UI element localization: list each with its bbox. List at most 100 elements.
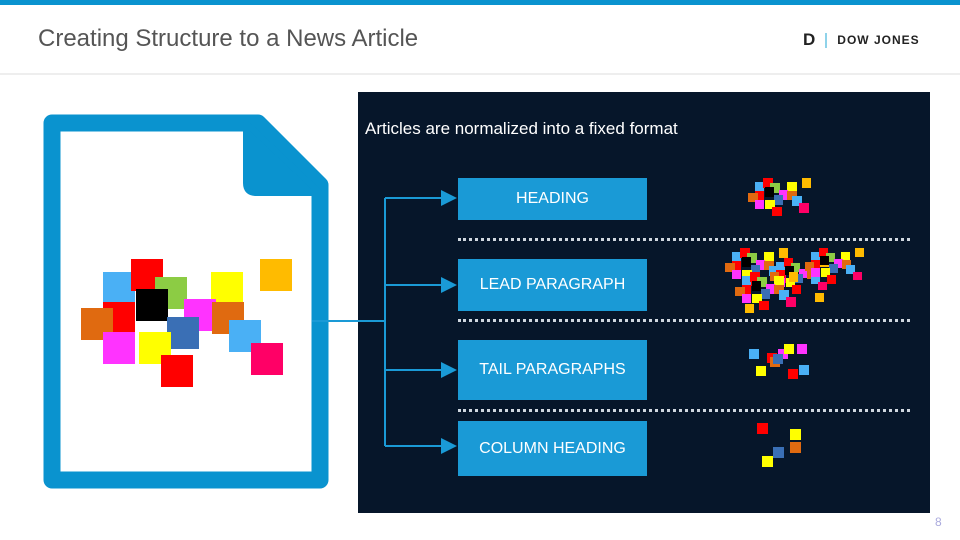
color-square <box>819 248 828 257</box>
color-square <box>748 192 758 203</box>
color-square <box>731 251 742 262</box>
dow-jones-logo: D DOW JONES <box>803 30 920 50</box>
color-square <box>750 272 760 282</box>
color-square <box>764 260 774 271</box>
color-square <box>742 269 752 280</box>
color-square <box>778 349 788 359</box>
color-square <box>790 263 800 272</box>
dotted-divider <box>458 409 910 412</box>
color-square <box>764 251 774 262</box>
color-square <box>260 259 292 291</box>
color-square <box>829 264 839 274</box>
color-square <box>747 253 757 263</box>
header-divider <box>0 73 960 75</box>
color-square <box>799 203 809 213</box>
color-square <box>167 317 199 349</box>
dotted-divider <box>458 319 910 322</box>
color-square <box>806 270 816 279</box>
color-square <box>776 270 786 279</box>
field-column-heading: COLUMN HEADING <box>458 421 647 476</box>
color-square <box>741 284 752 295</box>
color-square <box>103 272 135 304</box>
color-square <box>779 290 789 300</box>
color-square <box>798 269 808 279</box>
color-square <box>846 265 856 275</box>
color-square <box>784 258 793 267</box>
color-square <box>790 442 801 453</box>
color-square <box>852 271 862 281</box>
color-square <box>725 262 735 273</box>
color-square <box>811 275 821 285</box>
color-square <box>784 344 794 354</box>
color-square <box>750 265 761 275</box>
color-square <box>770 183 780 193</box>
color-square <box>778 248 789 258</box>
page-title: Creating Structure to a News Article <box>38 25 419 52</box>
color-square <box>759 300 769 311</box>
color-square <box>820 256 830 266</box>
logo-divider <box>825 32 828 48</box>
color-square <box>757 423 768 434</box>
color-square <box>811 268 821 278</box>
color-square <box>762 456 773 467</box>
color-square <box>749 349 759 359</box>
color-square <box>769 266 779 276</box>
color-square <box>811 251 821 261</box>
color-square <box>731 269 742 280</box>
color-square <box>825 253 835 262</box>
color-square <box>755 260 766 270</box>
color-square <box>817 281 827 291</box>
color-square <box>136 289 168 321</box>
color-square <box>787 181 797 192</box>
color-square <box>792 284 802 294</box>
color-square <box>786 297 796 307</box>
color-square <box>785 266 795 276</box>
color-square <box>773 447 784 458</box>
field-tail-paragraphs: TAIL PARAGRAPHS <box>458 340 647 400</box>
logo-mark: D <box>803 30 816 49</box>
color-square <box>833 259 843 269</box>
color-square <box>773 195 784 205</box>
color-square <box>788 272 799 282</box>
color-square <box>787 190 797 201</box>
color-square <box>794 274 804 284</box>
top-accent-bar <box>0 0 960 5</box>
color-square <box>805 261 814 271</box>
color-square <box>745 304 754 313</box>
color-square <box>841 260 851 269</box>
color-square <box>757 277 767 287</box>
color-square <box>760 289 771 299</box>
color-square <box>103 332 135 364</box>
color-square <box>774 284 784 295</box>
color-square <box>799 365 809 375</box>
color-square <box>741 275 752 286</box>
color-square <box>754 190 765 201</box>
color-square <box>763 178 773 188</box>
color-square <box>751 281 762 291</box>
color-square <box>765 284 776 294</box>
color-square <box>774 275 784 286</box>
color-square <box>211 272 243 304</box>
color-square <box>801 178 812 188</box>
color-square <box>765 199 775 210</box>
color-square <box>788 369 798 379</box>
color-square <box>778 190 789 200</box>
color-square <box>776 261 786 271</box>
color-square <box>752 293 762 304</box>
color-square <box>841 251 851 261</box>
logo-text: DOW JONES <box>837 33 920 47</box>
field-lead-paragraph: LEAD PARAGRAPH <box>458 259 647 311</box>
field-heading: HEADING <box>458 178 647 220</box>
color-square <box>792 196 802 206</box>
color-square <box>827 274 837 284</box>
dotted-divider <box>458 238 910 241</box>
color-square <box>251 343 283 375</box>
color-square <box>790 429 801 440</box>
page-number: 8 <box>935 515 942 529</box>
color-square <box>754 199 765 210</box>
color-square <box>797 344 807 354</box>
color-square <box>161 355 193 387</box>
color-square <box>731 260 742 271</box>
color-square <box>741 293 752 304</box>
